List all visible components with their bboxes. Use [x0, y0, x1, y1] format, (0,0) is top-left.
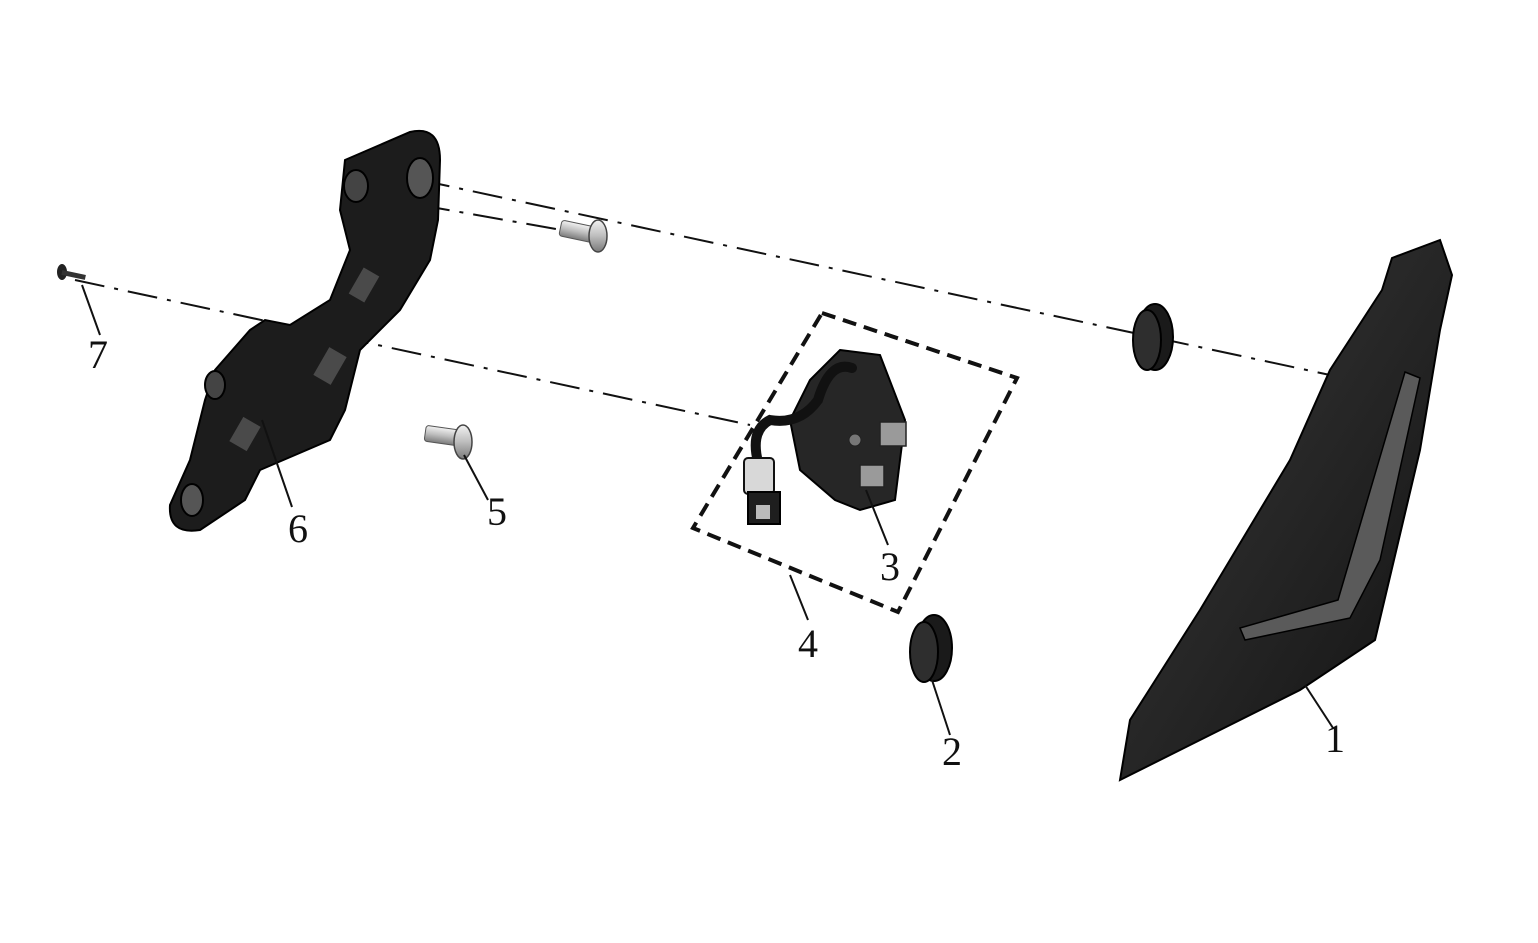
callout-4: 4	[798, 621, 818, 666]
module-part	[743, 348, 907, 525]
bracket-window-3	[229, 416, 261, 452]
callout-7: 7	[88, 332, 108, 377]
module-screw	[848, 433, 862, 447]
bracket-upper-hole	[343, 169, 369, 203]
callout-3: 3	[880, 544, 900, 589]
kit-boundary	[690, 310, 1020, 615]
assembly-line-bolt	[419, 204, 591, 236]
leader-6	[261, 419, 293, 508]
bracket-window-2	[313, 347, 347, 385]
upper-bolt-head	[588, 219, 608, 253]
leader-4	[789, 574, 809, 621]
bracket-window-1	[348, 267, 380, 303]
side-cover-ridge	[1238, 370, 1421, 641]
wire-connector-tab	[756, 505, 770, 519]
grommet-part	[909, 614, 953, 683]
assembly-line-upper	[419, 179, 1331, 376]
callout-6: 6	[288, 506, 308, 551]
side-cover-body	[1118, 238, 1454, 782]
module-plug-lower	[859, 464, 885, 488]
grommet-upper	[1132, 303, 1174, 371]
assembly-lines	[74, 179, 1331, 426]
side-cover-part	[1118, 238, 1454, 782]
bolt-head	[453, 424, 473, 460]
small-screw-part	[57, 264, 86, 280]
module-plug-upper	[879, 421, 907, 447]
callout-5: 5	[487, 489, 507, 534]
assembly-line-lower	[74, 279, 751, 426]
bracket-lower-hole	[204, 370, 226, 400]
callout-2: 2	[942, 729, 962, 774]
bracket-top-hole	[406, 157, 434, 199]
bolt-part	[423, 424, 473, 460]
upper-bolt	[558, 219, 608, 253]
leader-1	[1304, 684, 1334, 729]
bracket-bottom-hole	[180, 483, 204, 517]
bracket-part	[168, 129, 442, 532]
leader-5	[463, 454, 489, 501]
leader-2	[931, 679, 951, 736]
leader-7	[81, 284, 101, 336]
leader-lines	[81, 284, 1334, 736]
small-screw-shank	[61, 270, 86, 280]
leader-3	[865, 489, 889, 546]
grommet-face	[909, 621, 939, 683]
callout-1: 1	[1325, 716, 1345, 761]
grommet-upper-face	[1132, 309, 1162, 371]
callouts: 1 2 3 4 5 6 7	[88, 332, 1345, 774]
wire-connector	[743, 457, 775, 495]
bracket-body	[168, 129, 442, 532]
module-wire	[750, 361, 857, 467]
